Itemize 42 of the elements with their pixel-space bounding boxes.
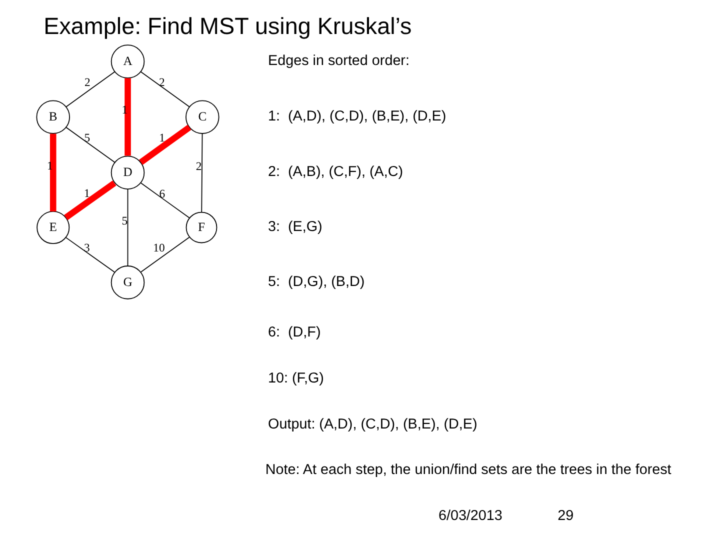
edge-label: 1	[83, 187, 90, 200]
connector	[65, 71, 115, 108]
label: 3: (E,G)	[268, 218, 322, 235]
connector	[65, 126, 115, 163]
connector	[138, 124, 191, 165]
edge-label: 1	[46, 160, 52, 173]
connector	[140, 71, 190, 108]
connector	[140, 182, 190, 218]
connector	[140, 236, 190, 272]
label: Edges in sorted order:	[268, 52, 409, 69]
node-circle: D	[110, 156, 144, 190]
node-circle: G	[110, 266, 144, 300]
edge-label: 5	[121, 214, 128, 228]
node-circle: F	[185, 212, 217, 244]
connector	[64, 180, 116, 220]
node-circle: B	[36, 100, 70, 134]
edge-label: 6	[158, 187, 165, 200]
connector	[64, 236, 114, 273]
node-circle: A	[110, 44, 144, 78]
connector	[124, 78, 130, 156]
label: 29	[557, 508, 574, 524]
label: 6/03/2013	[438, 508, 502, 524]
connector	[126, 188, 128, 266]
edge-label: 1	[158, 132, 164, 145]
label: 1: (A,D), (C,D), (B,E), (D,E)	[268, 108, 446, 124]
label: 6: (D,F)	[268, 324, 320, 341]
label: 5: (D,G), (B,D)	[268, 274, 364, 290]
edge-label: 2	[195, 160, 202, 174]
label: Output: (A,D), (C,D), (B,E), (D,E)	[268, 416, 477, 432]
edge-label: 2	[84, 76, 90, 90]
node-circle: E	[36, 211, 70, 244]
label: 10: (F,G)	[268, 370, 324, 386]
connector	[49, 134, 56, 212]
edge-label: 10	[152, 241, 164, 254]
edge-label: 2	[158, 76, 164, 90]
diagram-title: Example: Find MST using Kruskal’s	[43, 13, 412, 40]
node-circle: C	[185, 100, 219, 134]
connector	[200, 133, 202, 213]
edge-label: 3	[84, 241, 90, 254]
edge-label: 5	[84, 132, 90, 145]
label: 2: (A,B), (C,F), (A,C)	[268, 164, 403, 180]
label: Note: At each step, the union/find sets are the trees in the forest	[264, 462, 671, 478]
